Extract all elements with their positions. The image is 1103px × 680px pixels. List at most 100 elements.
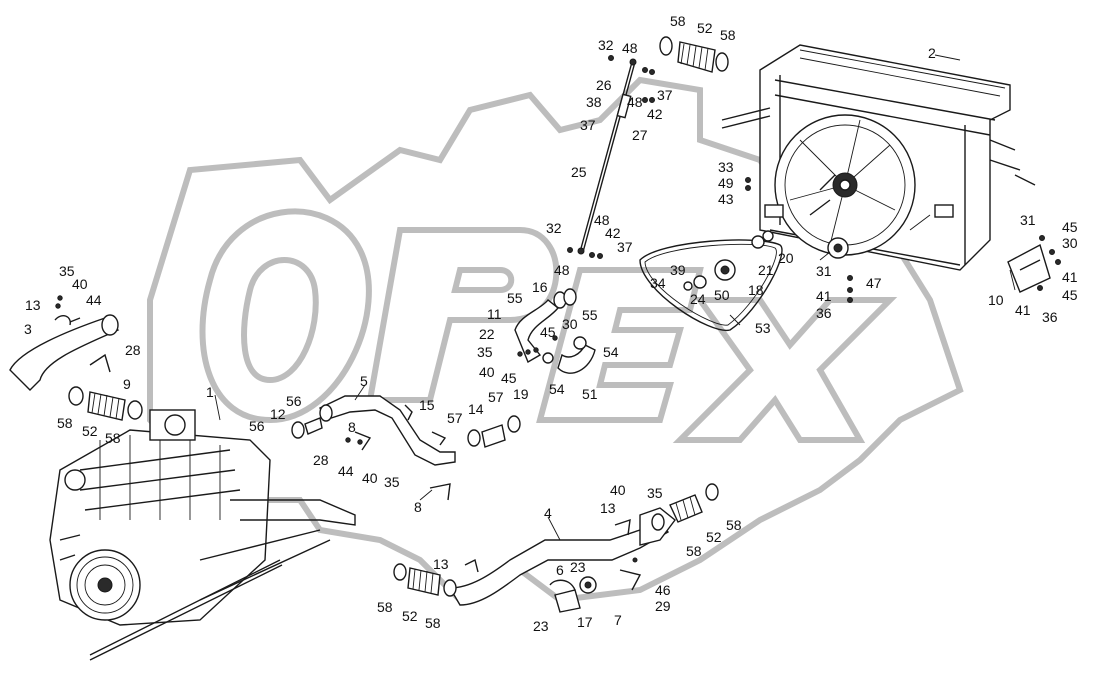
- callout-17: 17: [577, 614, 593, 630]
- callout-3: 3: [24, 321, 32, 337]
- radiator-assembly: [721, 44, 1036, 271]
- bracket-right: [1007, 235, 1061, 293]
- callout-43: 43: [718, 191, 734, 207]
- callout-45b: 45: [1062, 287, 1078, 303]
- tie-rod: [567, 55, 655, 259]
- callout-58a: 58: [670, 13, 686, 29]
- callout-29: 29: [655, 598, 671, 614]
- callout-58b: 58: [720, 27, 736, 43]
- callout-58h: 58: [425, 615, 441, 631]
- hose-clamp-set-bottom: [393, 558, 479, 597]
- small-hose-group: [514, 288, 596, 374]
- callout-33: 33: [718, 159, 734, 175]
- watermark-letter-e: [536, 267, 704, 423]
- callout-48d: 48: [554, 262, 570, 278]
- callout-42a: 42: [647, 106, 663, 122]
- callout-58c: 58: [57, 415, 73, 431]
- callout-58d: 58: [105, 430, 121, 446]
- watermark-gear-outline: [147, 76, 964, 604]
- callout-57a: 57: [447, 410, 463, 426]
- callout-30a: 30: [1062, 235, 1078, 251]
- callout-44a: 44: [86, 292, 102, 308]
- callout-48c: 48: [594, 212, 610, 228]
- callout-26: 26: [596, 77, 612, 93]
- watermark-letter-p: [366, 227, 560, 403]
- callout-23b: 23: [533, 618, 549, 634]
- callout-35b: 35: [477, 344, 493, 360]
- callout-8b: 8: [414, 499, 422, 515]
- callout-31a: 31: [1020, 212, 1036, 228]
- callout-14: 14: [468, 401, 484, 417]
- callout-44b: 44: [338, 463, 354, 479]
- drive-belt: [639, 230, 783, 331]
- callout-22: 22: [479, 326, 495, 342]
- callout-16: 16: [532, 279, 548, 295]
- callout-53: 53: [755, 320, 771, 336]
- callout-48a: 48: [622, 40, 638, 56]
- callout-41b: 41: [816, 288, 832, 304]
- callout-54a: 54: [603, 344, 619, 360]
- callout-15: 15: [419, 397, 435, 413]
- callout-8a: 8: [348, 419, 356, 435]
- callout-7: 7: [614, 612, 622, 628]
- parts-bottom-right: [549, 518, 642, 613]
- callout-39: 39: [670, 262, 686, 278]
- callout-47: 47: [866, 275, 882, 291]
- callout-36b: 36: [1042, 309, 1058, 325]
- callout-40a: 40: [72, 276, 88, 292]
- callout-30b: 30: [562, 316, 578, 332]
- callout-13a: 13: [25, 297, 41, 313]
- callout-58e: 58: [726, 517, 742, 533]
- callout-28b: 28: [313, 452, 329, 468]
- callout-41a: 41: [1062, 269, 1078, 285]
- hose-clamp-set-left: [68, 386, 143, 421]
- callout-25: 25: [571, 164, 587, 180]
- callout-40b: 40: [479, 364, 495, 380]
- callout-18: 18: [748, 282, 764, 298]
- callout-35c: 35: [384, 474, 400, 490]
- callout-31b: 31: [816, 263, 832, 279]
- callout-38: 38: [586, 94, 602, 110]
- callout-6: 6: [556, 562, 564, 578]
- callout-40d: 40: [610, 482, 626, 498]
- callout-13b: 13: [600, 500, 616, 516]
- callout-42b: 42: [605, 225, 621, 241]
- callout-41c: 41: [1015, 302, 1031, 318]
- leader-lines: [214, 54, 1016, 541]
- callout-45c: 45: [540, 324, 556, 340]
- callout-2: 2: [928, 45, 936, 61]
- callout-37b: 37: [580, 117, 596, 133]
- callout-32a: 32: [598, 37, 614, 53]
- pipe-4: [448, 483, 719, 606]
- callout-10: 10: [988, 292, 1004, 308]
- callout-23a: 23: [570, 559, 586, 575]
- callout-52d: 52: [402, 608, 418, 624]
- callout-45d: 45: [501, 370, 517, 386]
- callout-32b: 32: [546, 220, 562, 236]
- pipe-5: [291, 395, 456, 501]
- callout-1: 1: [206, 384, 214, 400]
- callout-37c: 37: [617, 239, 633, 255]
- callout-13c: 13: [433, 556, 449, 572]
- callout-46: 46: [655, 582, 671, 598]
- callout-35a: 35: [59, 263, 75, 279]
- callout-52c: 52: [706, 529, 722, 545]
- callout-19: 19: [513, 386, 529, 402]
- callout-54b: 54: [549, 381, 565, 397]
- watermark-letter-x: [672, 297, 898, 443]
- callout-55a: 55: [507, 290, 523, 306]
- callout-5: 5: [360, 373, 368, 389]
- fasteners-misc: [745, 177, 853, 303]
- engine: [49, 409, 356, 661]
- callout-11: 11: [487, 306, 502, 322]
- callout-21: 21: [758, 262, 774, 278]
- callout-45a: 45: [1062, 219, 1078, 235]
- callout-58g: 58: [377, 599, 393, 615]
- callout-55b: 55: [582, 307, 598, 323]
- callout-12: 12: [270, 406, 286, 422]
- callout-52b: 52: [82, 423, 98, 439]
- callout-56a: 56: [286, 393, 302, 409]
